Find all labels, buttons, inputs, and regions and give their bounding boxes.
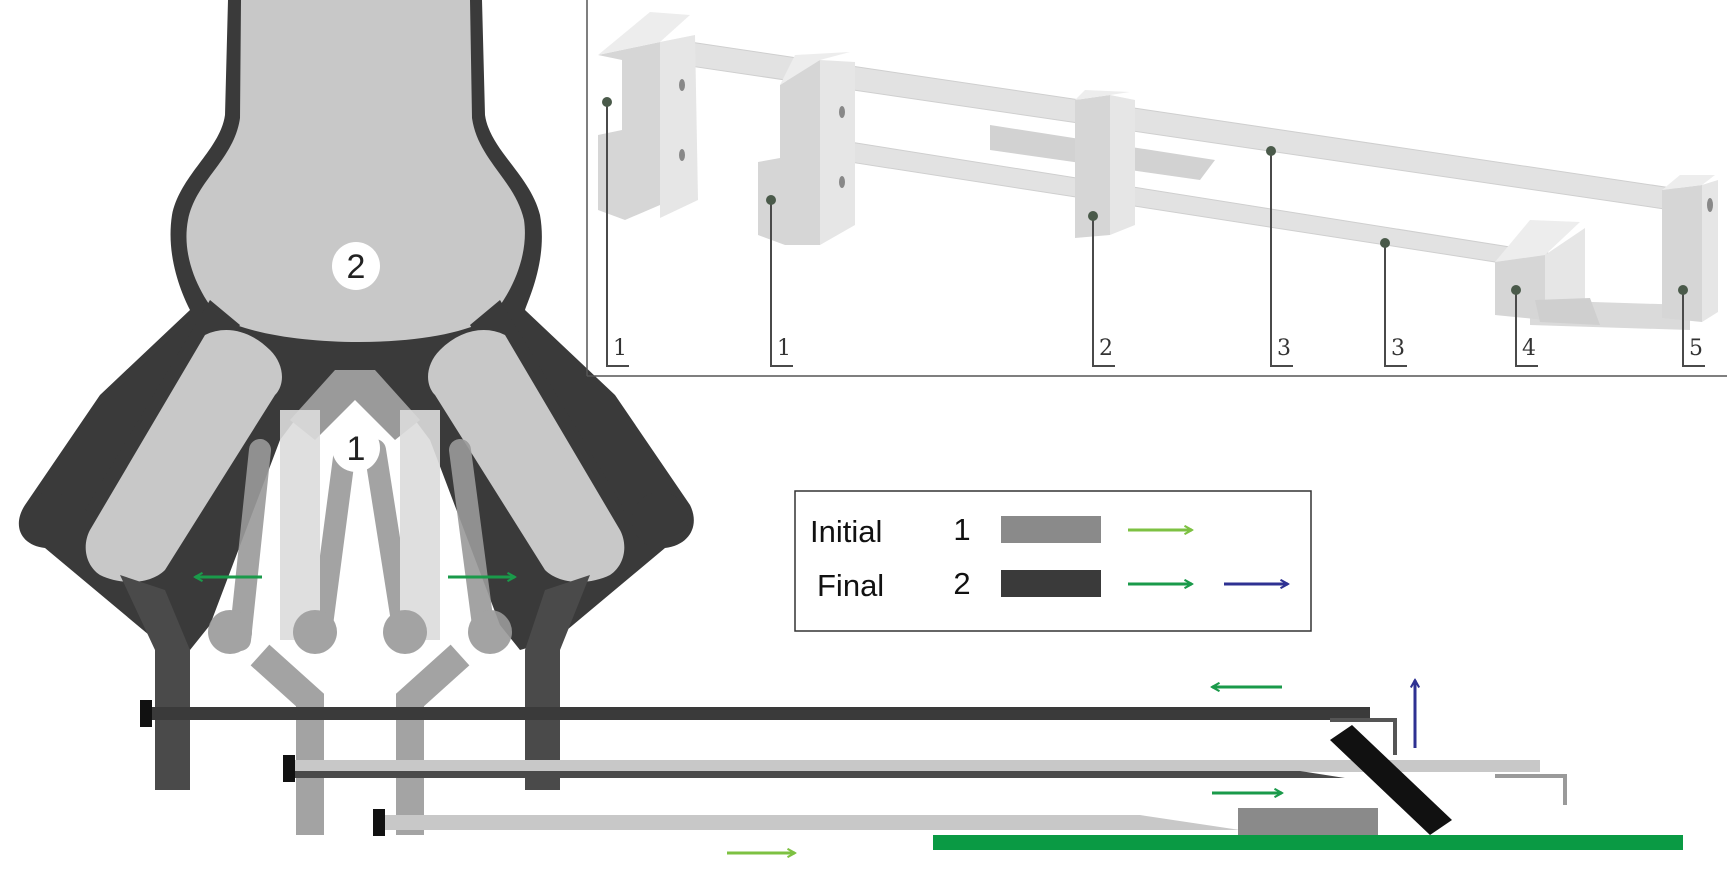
middle-rail-hook (1495, 774, 1567, 805)
palm-body (186, 0, 525, 342)
legend-initial-number: 1 (953, 512, 970, 547)
callout-dot-4 (1511, 285, 1521, 295)
circle-label-1-text: 1 (347, 430, 366, 468)
legend-box (794, 490, 1312, 632)
left-joint-knob (22, 492, 78, 548)
legend: Initial 1 Final 2 (794, 490, 1312, 632)
callout-number-4: 4 (1522, 336, 1536, 361)
ground-bar (933, 835, 1683, 850)
part-1b-face (758, 60, 820, 245)
part-2-top (1075, 90, 1130, 100)
middle-rail-end-cap (283, 755, 295, 782)
callout-number-2: 2 (1099, 336, 1113, 361)
part-1-block-a (598, 12, 698, 220)
callout-line-4 (1515, 290, 1538, 367)
gripper-illustration: 2 1 (18, 0, 694, 835)
part-4-top (1495, 220, 1580, 262)
part-1a-hole-1 (679, 79, 685, 91)
middle-rail-initial (285, 760, 1540, 772)
initial-knuckle-4 (468, 610, 512, 654)
part-1b-hole-2 (839, 176, 845, 188)
part-5-hole (1707, 198, 1713, 212)
part-1a-top (598, 12, 690, 55)
part-5-face (1662, 185, 1702, 322)
part-1a-side (660, 35, 698, 218)
part-4-block (1495, 220, 1690, 330)
right-joint-knob (632, 492, 688, 548)
bottom-rail-end-cap (373, 809, 385, 836)
circle-label-2-text: 2 (347, 248, 366, 286)
top-rail-hook (1330, 718, 1397, 755)
callout-line-2 (1092, 216, 1115, 367)
initial-link-left (250, 644, 324, 835)
initial-link-right (396, 644, 470, 835)
callout-number-1a: 1 (613, 336, 627, 361)
middle-rail-final (285, 771, 1345, 778)
slider-mechanism (140, 680, 1683, 853)
contact-block (1238, 808, 1378, 836)
initial-finger-left-inner (309, 439, 356, 651)
part-5-side (1702, 180, 1718, 322)
initial-finger-right-outer (449, 439, 496, 651)
callout-line-3a (1270, 151, 1293, 367)
part-4-lip (1535, 298, 1600, 325)
part-1b-side (820, 60, 855, 245)
part-4-side (1545, 228, 1585, 320)
left-finger-pad (85, 330, 282, 582)
callout-dot-5 (1678, 285, 1688, 295)
callout-number-3b: 3 (1391, 336, 1405, 361)
top-rail-final (140, 707, 1370, 720)
callout-number-5: 5 (1689, 336, 1703, 361)
callout-number-1b: 1 (777, 336, 791, 361)
part-1a-hole-2 (679, 149, 685, 161)
callout-dots (602, 97, 1688, 295)
legend-initial-label: Initial (810, 514, 882, 549)
callout-number-3a: 3 (1277, 336, 1291, 361)
circle-label-2-bg (332, 242, 380, 290)
callout-dot-2 (1088, 211, 1098, 221)
part-2-block (1075, 90, 1135, 238)
callout-dot-1a (602, 97, 612, 107)
circle-label-1: 1 (332, 424, 380, 472)
legend-final-label: Final (817, 568, 884, 603)
callout-line-3b (1384, 243, 1407, 367)
callouts (606, 102, 1705, 367)
callout-line-1b (770, 200, 793, 367)
part-1-block-b (758, 52, 855, 245)
callout-dot-3b (1380, 238, 1390, 248)
part-2-face (1075, 95, 1110, 238)
right-finger-pad (428, 330, 625, 582)
callout-dot-1b (766, 195, 776, 205)
circle-label-2: 2 (332, 242, 380, 290)
legend-initial-swatch (1001, 516, 1101, 543)
legend-final-number: 2 (953, 566, 970, 601)
callout-dot-3a (1266, 146, 1276, 156)
legend-final-swatch (1001, 570, 1101, 597)
right-post-final (525, 575, 590, 790)
left-post-final (120, 575, 190, 790)
part-2-side (1110, 95, 1135, 235)
part-5-block (1662, 175, 1718, 322)
initial-finger-left-outer (229, 439, 271, 651)
initial-knuckle-2 (293, 610, 337, 654)
part-1a-face (598, 42, 660, 220)
part-1b-hole-1 (839, 106, 845, 118)
initial-knuckle-3 (383, 610, 427, 654)
part-5-top (1662, 175, 1715, 190)
initial-knuckle-1 (208, 610, 252, 654)
circle-label-1-bg (332, 424, 380, 472)
part-1b-top (780, 52, 850, 85)
tilt-lever (1330, 725, 1452, 835)
initial-fingers (208, 410, 512, 835)
top-rail-end-cap (140, 700, 152, 727)
callout-numbers: 1 1 2 3 3 4 5 (613, 336, 1703, 361)
callout-line-1a (606, 102, 629, 367)
bottom-rail-initial (375, 815, 1240, 830)
render-panel: 1 1 2 3 3 4 5 (586, 0, 1727, 377)
callout-line-5 (1682, 290, 1705, 367)
center-v-connector (290, 370, 420, 440)
